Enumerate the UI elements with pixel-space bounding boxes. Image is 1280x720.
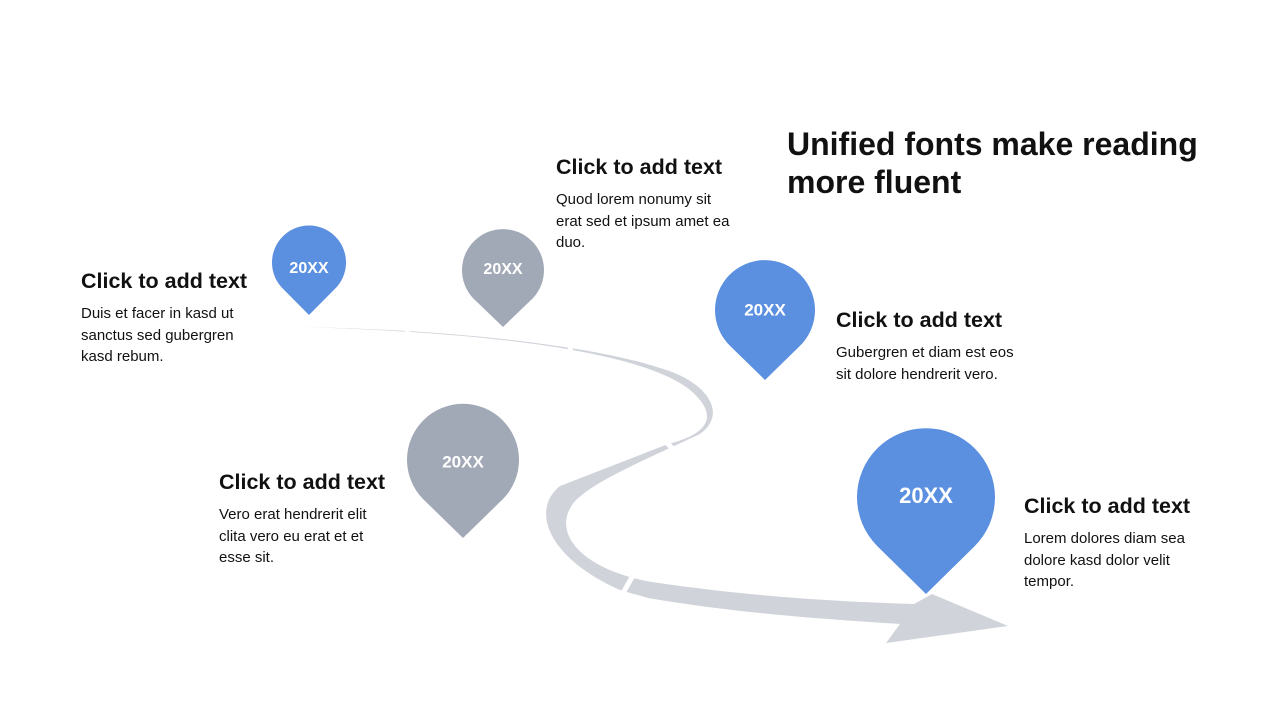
pin-3-label: 20XX bbox=[744, 300, 786, 319]
road-segment bbox=[300, 327, 1008, 643]
block-1-body[interactable]: Duis et facer in kasd ut sanctus sed gub… bbox=[81, 305, 234, 365]
text-block-1[interactable]: Click to add text Duis et facer in kasd … bbox=[81, 268, 266, 368]
pin-2[interactable]: 20XX bbox=[461, 229, 544, 327]
pin-1-label: 20XX bbox=[289, 260, 328, 277]
pin-4-shape bbox=[407, 403, 519, 538]
block-3-title[interactable]: Click to add text bbox=[836, 308, 1003, 332]
road-arrow bbox=[300, 319, 1008, 643]
pin-5-shape bbox=[857, 428, 995, 594]
pin-2-label: 20XX bbox=[483, 261, 522, 278]
text-block-4[interactable]: Click to add text Vero erat hendrerit el… bbox=[219, 469, 394, 569]
block-3-body[interactable]: Gubergren et diam est eos sit dolore hen… bbox=[836, 344, 1014, 383]
block-4-title[interactable]: Click to add text bbox=[219, 470, 386, 494]
pin-3-shape bbox=[714, 260, 815, 380]
block-1-title[interactable]: Click to add text bbox=[81, 269, 248, 293]
text-block-3[interactable]: Click to add text Gubergren et diam est … bbox=[836, 307, 1016, 385]
pin-3[interactable]: 20XX bbox=[714, 260, 815, 380]
pin-5[interactable]: 20XX bbox=[857, 428, 995, 594]
block-5-body[interactable]: Lorem dolores diam sea dolore kasd dolor… bbox=[1024, 530, 1185, 590]
block-2-title[interactable]: Click to add text bbox=[556, 155, 723, 179]
pin-4[interactable]: 20XX bbox=[407, 403, 519, 538]
pin-4-label: 20XX bbox=[442, 452, 484, 471]
block-5-title[interactable]: Click to add text bbox=[1024, 494, 1191, 518]
text-block-5[interactable]: Click to add text Lorem dolores diam sea… bbox=[1024, 493, 1209, 593]
text-block-2[interactable]: Click to add text Quod lorem nonumy sit … bbox=[556, 154, 736, 254]
road-gaps bbox=[402, 319, 678, 604]
pin-1-shape bbox=[272, 225, 346, 315]
block-2-body[interactable]: Quod lorem nonumy sit erat sed et ipsum … bbox=[556, 191, 730, 251]
block-4-body[interactable]: Vero erat hendrerit elit clita vero eu e… bbox=[219, 506, 367, 566]
pin-2-shape bbox=[461, 229, 544, 327]
pin-1[interactable]: 20XX bbox=[272, 225, 346, 315]
slide-headline[interactable]: Unified fonts make reading more fluent bbox=[787, 126, 1198, 200]
pin-5-label: 20XX bbox=[899, 483, 953, 508]
